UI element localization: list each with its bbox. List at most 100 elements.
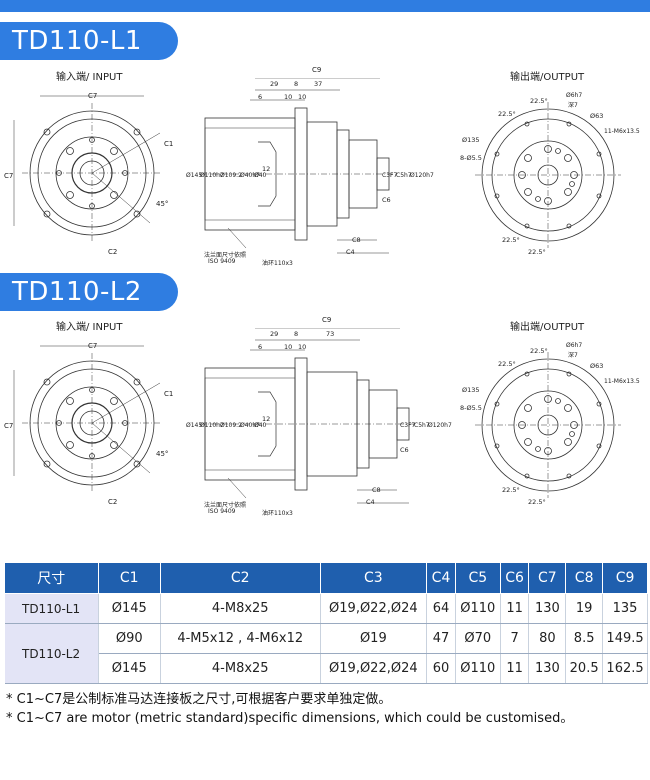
dim-d40h7-l1: Ø40h7: [240, 172, 260, 179]
dim-c7-top-l1: C7: [88, 92, 98, 100]
dim-angle-l2: 45°: [156, 450, 169, 458]
dim-c1-l1: C1: [164, 140, 174, 148]
cell-c8: 8.5: [565, 623, 604, 654]
cell-c7: 130: [528, 593, 567, 624]
dim-c7-side-l1: C7: [4, 172, 14, 180]
header-c8: C8: [565, 562, 604, 594]
header-c5: C5: [454, 562, 501, 594]
footnote-zh: * C1~C7是公制标准马达连接板之尺寸,可根据客户要求单独定做。: [6, 692, 392, 707]
cell-c7: 80: [528, 623, 567, 654]
dim-c7-top-l2: C7: [88, 342, 98, 350]
dim-c1-l2: C1: [164, 390, 174, 398]
dim-29-l2: 29: [270, 330, 279, 338]
table-header-row: 尺寸 C1 C2 C3 C4 C5 C6 C7 C8 C9: [4, 562, 648, 594]
dim-angle-l1: 45°: [156, 200, 169, 208]
cell-c3: Ø19,Ø22,Ø24: [320, 653, 428, 684]
out-angle-b-l2: 22.5°: [530, 347, 548, 355]
note-iso-l2: ISO 9409: [208, 508, 236, 515]
output-view-l1: [475, 102, 621, 248]
header-c1: C1: [97, 562, 161, 594]
dim-d109-l2: Ø109.2: [220, 422, 242, 429]
out-angle-c-l2: 22.5°: [502, 486, 520, 494]
dim-d40h7-l2: Ø40h7: [240, 422, 260, 429]
out-thread-l1: 11-M6x13.5: [604, 128, 640, 135]
dim-c5-l2: C5h7: [414, 422, 430, 429]
out-angle-c-l1: 22.5°: [502, 236, 520, 244]
out-thread-l2: 11-M6x13.5: [604, 378, 640, 385]
cell-c9: 162.5: [602, 653, 648, 684]
dim-d110-l2: Ø110h7: [200, 422, 224, 429]
cell-c6: 7: [500, 623, 530, 654]
dim-12-l1: 12: [262, 165, 271, 173]
note-oilring-l1: 油环110x3: [262, 260, 293, 267]
output-label-l1: 输出端/OUTPUT: [510, 72, 585, 83]
input-view-l1: [13, 95, 162, 243]
dim-6-l1: 6: [258, 93, 263, 101]
cell-c8: 19: [565, 593, 604, 624]
out-d135-l1: Ø135: [462, 136, 480, 144]
out-angle-a-l1: 22.5°: [498, 110, 516, 118]
dim-c6-l2: C6: [400, 446, 409, 454]
note-flange-l1: 法兰面尺寸依照: [204, 252, 247, 259]
out-holes-l1: 8-Ø5.5: [460, 154, 482, 162]
model-title-l2: TD110-L2: [0, 273, 178, 311]
side-view-l2: [200, 328, 415, 504]
cell-c2: 4-M5x12 , 4-M6x12: [160, 623, 321, 654]
dim-d120-l1: Ø120h7: [410, 172, 434, 179]
out-angle-b-l1: 22.5°: [530, 97, 548, 105]
cell-c2: 4-M8x25: [160, 653, 321, 684]
dim-d145-l1: Ø145: [186, 172, 203, 179]
cell-c1: Ø145: [98, 593, 161, 624]
cell-c1: Ø145: [98, 653, 161, 684]
dim-8-l1: 8: [294, 80, 299, 88]
dim-c8-l1: C8: [352, 236, 361, 244]
dim-29-l1: 29: [270, 80, 279, 88]
dim-c3-l1: C3F7: [382, 172, 398, 179]
dim-37-l1: 37: [314, 80, 323, 88]
out-angle-a-l2: 22.5°: [498, 360, 516, 368]
input-view-l2: [13, 345, 162, 493]
note-flange-l2: 法兰面尺寸依照: [204, 502, 247, 509]
out-depth-l2: 深7: [568, 352, 578, 359]
model-title-l1: TD110-L1: [0, 22, 178, 60]
output-view-l2: [475, 352, 621, 498]
cell-c8: 20.5: [565, 653, 604, 684]
out-d63-l2: Ø63: [590, 362, 604, 370]
out-holes-l2: 8-Ø5.5: [460, 404, 482, 412]
dim-c6-l1: C6: [382, 196, 391, 204]
footnote-en: * C1~C7 are motor (metric standard)speci…: [6, 711, 574, 726]
side-view-l1: [200, 78, 395, 254]
dim-d40-l2: Ø40: [254, 422, 267, 429]
dim-c9-l2: C9: [322, 316, 332, 324]
model-cell: TD110-L1: [4, 593, 99, 624]
dim-6-l2: 6: [258, 343, 263, 351]
header-c6: C6: [499, 562, 530, 594]
cell-c5: Ø110: [455, 653, 501, 684]
cell-c9: 149.5: [602, 623, 648, 654]
dim-c7-side-l2: C7: [4, 422, 14, 430]
cell-c4: 64: [426, 593, 456, 624]
dim-c5-l1: C5h7: [396, 172, 412, 179]
out-d135-l2: Ø135: [462, 386, 480, 394]
dim-c3-l2: C3F7: [400, 422, 416, 429]
header-size: 尺寸: [4, 562, 99, 594]
cell-c7: 130: [528, 653, 567, 684]
cell-c3: Ø19: [320, 623, 428, 654]
cell-c6: 11: [500, 593, 530, 624]
header-c3: C3: [319, 562, 428, 594]
note-iso-l1: ISO 9409: [208, 258, 236, 265]
input-label-l2: 输入端/ INPUT: [56, 322, 123, 333]
cell-c9: 135: [602, 593, 648, 624]
output-label-l2: 输出端/OUTPUT: [510, 322, 585, 333]
cell-c4: 47: [426, 623, 456, 654]
out-angle-d-l2: 22.5°: [528, 498, 546, 506]
dim-10a-l1: 10: [284, 93, 293, 101]
cell-c5: Ø110: [455, 593, 501, 624]
dim-d109-l1: Ø109.2: [220, 172, 242, 179]
out-pin-l1: Ø6h7: [566, 92, 583, 99]
dim-12-l2: 12: [262, 415, 271, 423]
model-cell: TD110-L2: [4, 623, 99, 684]
header-c7: C7: [528, 562, 567, 594]
table-row: TD110-L2 Ø90 4-M5x12 , 4-M6x12 Ø19 47 Ø7…: [4, 623, 648, 684]
input-label-l1: 输入端/ INPUT: [56, 72, 123, 83]
